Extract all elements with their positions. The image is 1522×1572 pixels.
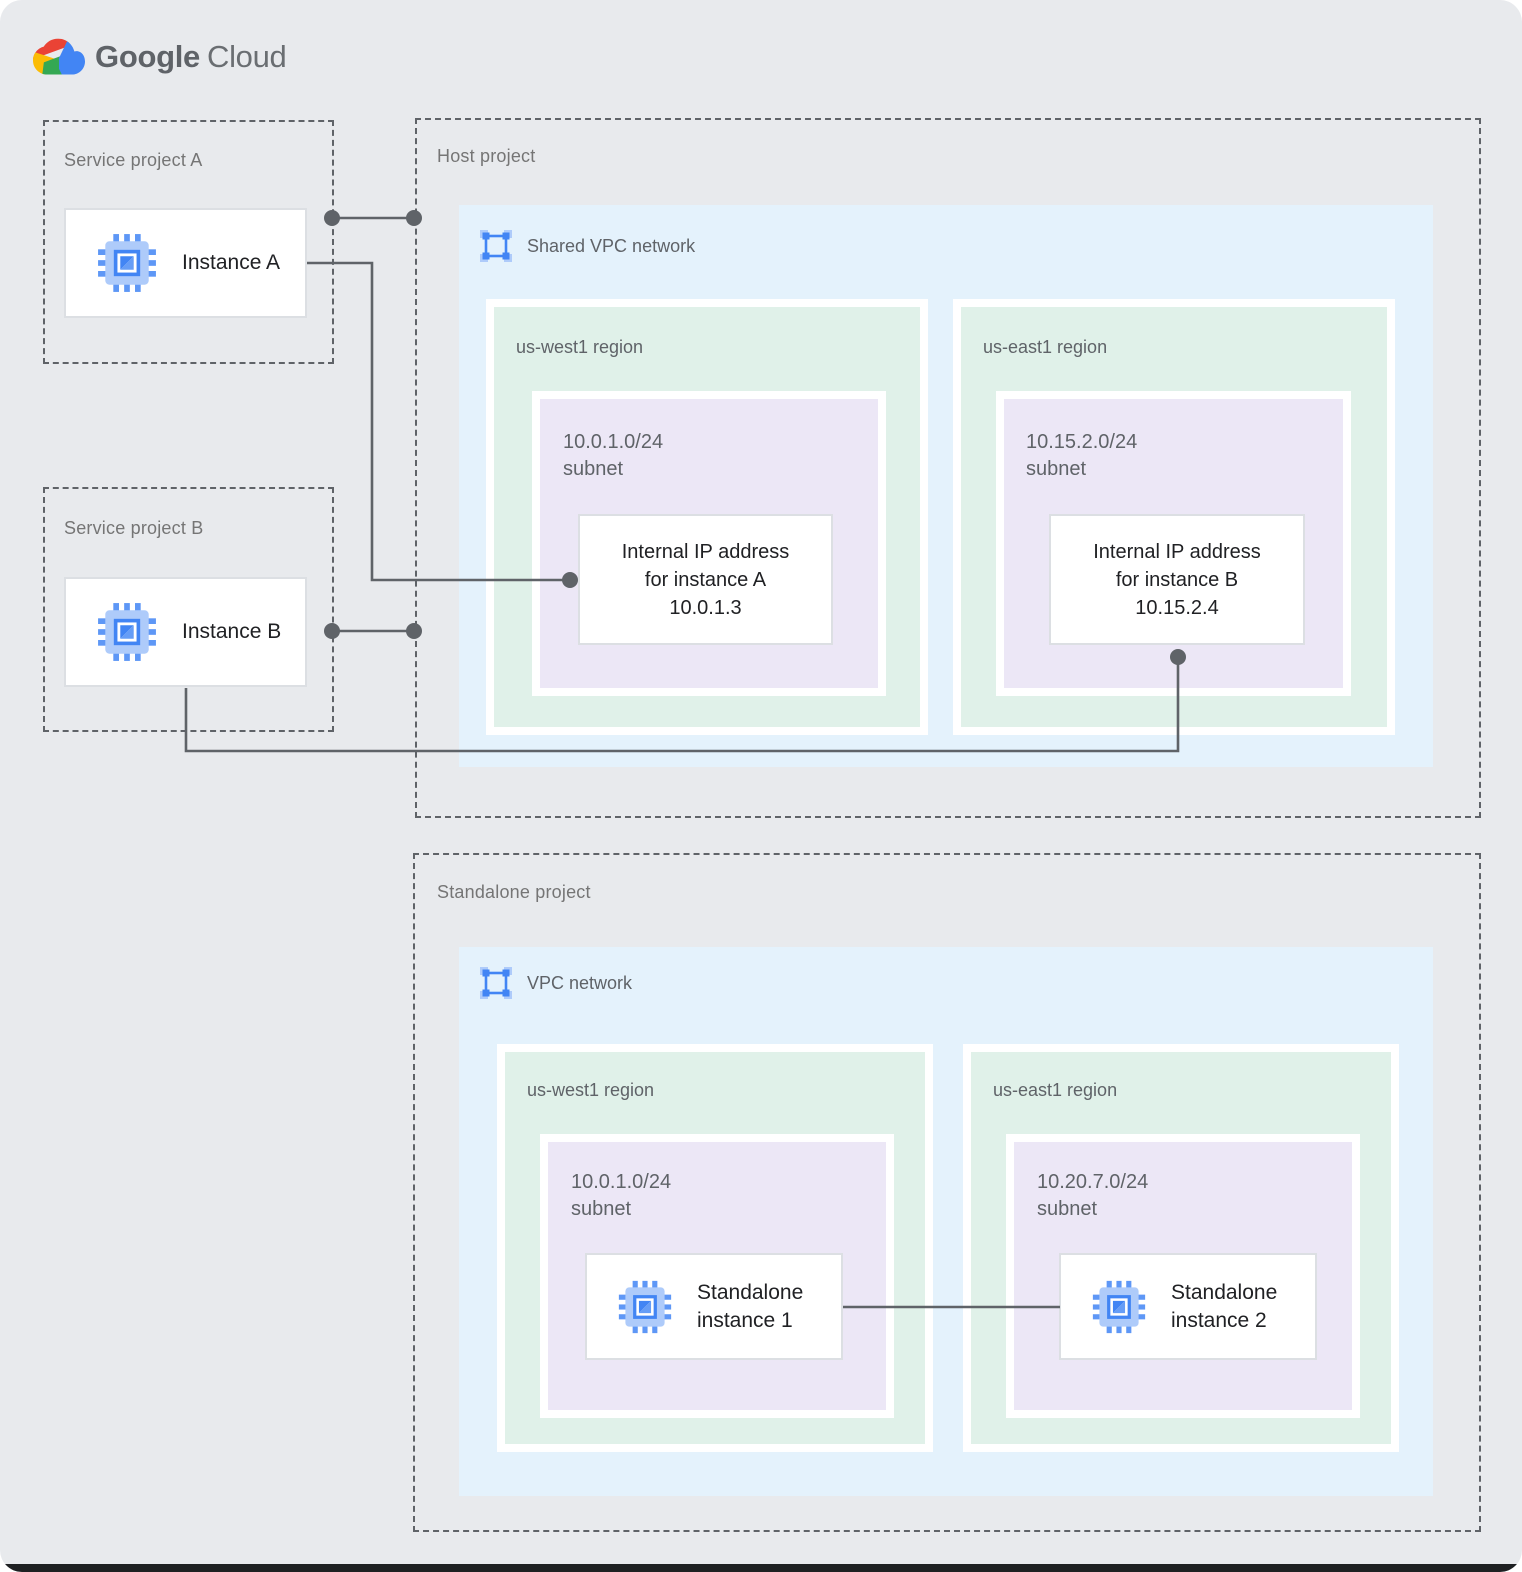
standalone-subnet-west-cidr: 10.0.1.0/24: [571, 1171, 672, 1193]
compute-instance-icon: [618, 1280, 672, 1333]
standalone-instance-1-line2: instance 1: [697, 1308, 793, 1332]
standalone-subnet-west-word: subnet: [571, 1198, 632, 1220]
ip-a-line2: for instance A: [644, 568, 767, 591]
instance-a-label: Instance A: [182, 251, 281, 274]
standalone-instance-1-card: Standalone instance 1: [585, 1253, 843, 1360]
host-subnet-west-cidr: 10.0.1.0/24: [563, 431, 664, 453]
logo-google: Google: [95, 39, 200, 74]
standalone-subnet-east-word: subnet: [1037, 1198, 1098, 1220]
ip-a-address: 10.0.1.3: [669, 596, 742, 619]
instance-b-label: Instance B: [182, 620, 282, 643]
shared-vpc-network-header: Shared VPC network: [478, 228, 695, 264]
service-project-b-label: Service project B: [64, 518, 204, 538]
internal-ip-a-card: Internal IP address for instance A 10.0.…: [578, 514, 833, 645]
compute-instance-icon: [1092, 1280, 1146, 1333]
standalone-project-label: Standalone project: [437, 882, 591, 902]
instance-b-card: Instance B: [64, 577, 307, 687]
host-subnet-west-label: 10.0.1.0/24 subnet: [563, 429, 663, 483]
standalone-region-us-west1-label: us-west1 region: [527, 1080, 655, 1100]
standalone-subnet-east-cidr: 10.20.7.0/24: [1037, 1171, 1149, 1193]
ip-b-line2: for instance B: [1115, 568, 1239, 591]
instance-a-card: Instance A: [64, 208, 307, 318]
vpc-network-icon: [480, 967, 512, 999]
standalone-subnet-east-label: 10.20.7.0/24 subnet: [1037, 1169, 1148, 1223]
standalone-region-us-east1-label: us-east1 region: [993, 1080, 1118, 1100]
compute-instance-icon: [98, 603, 156, 661]
vpc-network-header: VPC network: [478, 965, 632, 1001]
standalone-project-box: [413, 853, 1481, 1532]
host-region-us-east1-label: us-east1 region: [983, 337, 1108, 357]
standalone-instance-1-line1: Standalone: [697, 1280, 804, 1304]
ip-a-line1: Internal IP address: [621, 540, 790, 563]
standalone-instance-2-line1: Standalone: [1171, 1280, 1278, 1304]
host-subnet-east-label: 10.15.2.0/24 subnet: [1026, 429, 1137, 483]
bottom-edge-bar: [0, 1564, 1522, 1572]
vpc-network-icon: [480, 230, 512, 262]
ip-b-line1: Internal IP address: [1093, 540, 1261, 563]
standalone-instance-2-label: Standalone instance 2: [1171, 1279, 1277, 1335]
host-subnet-east-cidr: 10.15.2.0/24: [1026, 431, 1138, 453]
google-cloud-icon: [33, 38, 85, 75]
standalone-instance-1-label: Standalone instance 1: [697, 1279, 803, 1335]
service-project-a-box: [43, 120, 334, 364]
logo-cloud: Cloud: [206, 39, 287, 74]
service-project-a-label: Service project A: [64, 150, 203, 170]
internal-ip-b-card: Internal IP address for instance B 10.15…: [1049, 514, 1305, 645]
vpc-network-label: VPC network: [527, 972, 633, 993]
standalone-instance-2-line2: instance 2: [1171, 1308, 1267, 1332]
standalone-instance-2-card: Standalone instance 2: [1059, 1253, 1317, 1360]
host-project-label: Host project: [437, 146, 536, 166]
host-region-us-west1-label: us-west1 region: [516, 337, 644, 357]
standalone-subnet-west-label: 10.0.1.0/24 subnet: [571, 1169, 671, 1223]
compute-instance-icon: [98, 234, 156, 292]
ip-b-address: 10.15.2.4: [1135, 596, 1219, 619]
shared-vpc-network-label: Shared VPC network: [527, 235, 696, 256]
host-subnet-west-word: subnet: [563, 458, 624, 480]
host-subnet-east-word: subnet: [1026, 458, 1087, 480]
